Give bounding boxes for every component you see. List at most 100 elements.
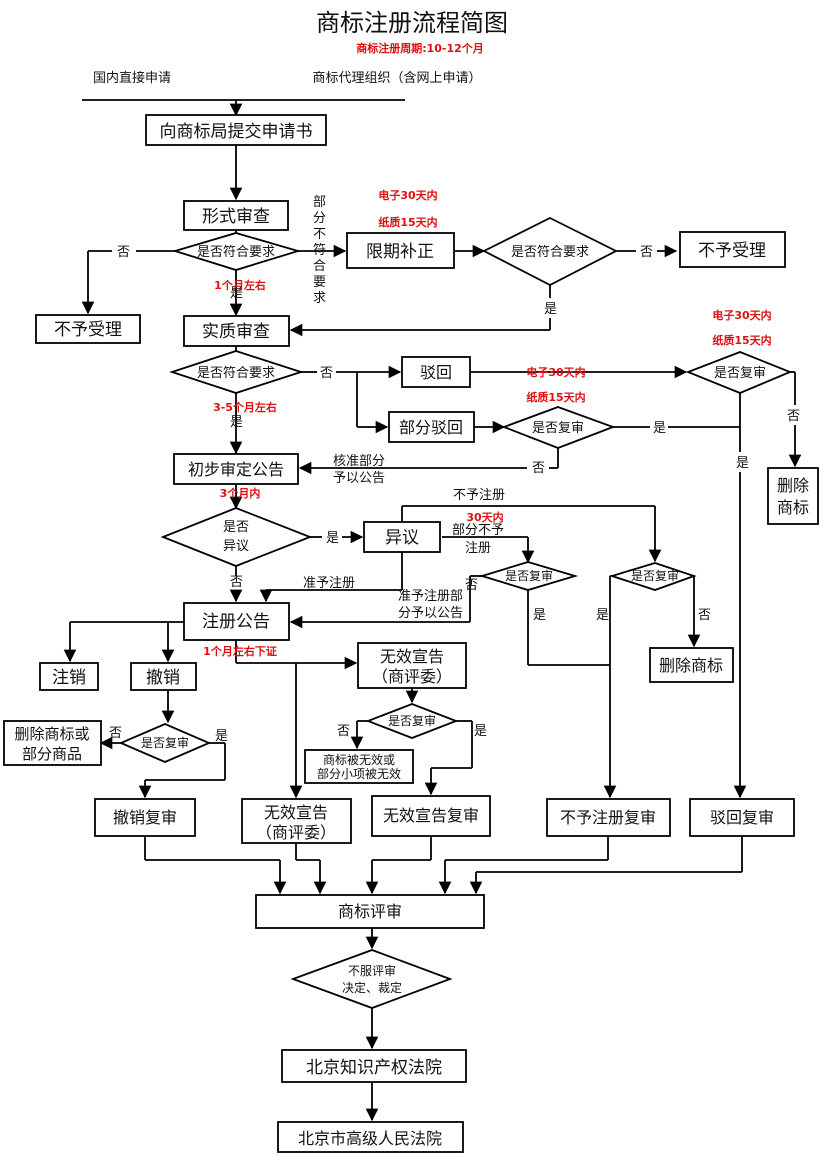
d11-text-2: 决定、裁定	[342, 980, 402, 995]
label-no1: 否	[117, 245, 130, 260]
label-part-not-2: 注册	[465, 541, 491, 556]
delete-right-box	[767, 467, 819, 525]
formal-review-text: 形式审查	[202, 207, 270, 227]
delete-mid-box	[649, 647, 734, 683]
decision-d6	[160, 507, 313, 567]
note-p15-c: 纸质15天内	[526, 390, 585, 404]
partial-refuse-box	[388, 411, 475, 443]
objection-box	[363, 521, 441, 553]
register-text: 注册公告	[202, 612, 270, 632]
invalid1-text-2: （商评委）	[372, 667, 452, 686]
refuse-box	[401, 356, 471, 388]
label-yes3: 是	[230, 415, 243, 430]
nonreg-review-text: 不予注册复审	[560, 808, 656, 827]
delete-partial-text-2: 部分商品	[22, 745, 82, 763]
prelim-box	[173, 453, 299, 485]
substantive-box	[183, 315, 290, 347]
label-yes1: 是	[230, 286, 243, 301]
label-yes5: 是	[653, 421, 666, 436]
partial-refuse-text: 部分驳回	[399, 418, 463, 437]
label-no3: 否	[320, 366, 333, 381]
revoke-text: 撤销	[146, 668, 180, 688]
note-p15-a: 纸质15天内	[378, 215, 437, 229]
label-yes4: 是	[736, 456, 749, 471]
decision-d5	[501, 406, 616, 449]
invalidated-text-2: 部分小项被无效	[317, 766, 401, 781]
label-yes7: 是	[533, 608, 546, 623]
note-e30-b: 电子30天内	[712, 308, 771, 322]
d1-text: 是否符合要求	[197, 244, 275, 260]
note-3month: 3个月内	[220, 486, 261, 500]
label-partial-noncompliant-char: 合	[313, 259, 326, 274]
label-approve-part-1: 核准部分	[333, 454, 385, 469]
objection-text: 异议	[385, 528, 419, 548]
nonreg-review-box	[546, 798, 671, 837]
invalid2-text-1: 无效宣告	[264, 803, 328, 822]
decision-d9	[118, 723, 212, 763]
label-no6: 否	[230, 575, 243, 590]
d6-text-1: 是否	[223, 520, 249, 535]
label-partial-noncompliant-char: 部	[313, 195, 326, 210]
invalid1-text-1: 无效宣告	[380, 647, 444, 666]
d5-text: 是否复审	[532, 421, 584, 436]
note-1month-cert: 1个月左右下证	[203, 644, 277, 658]
delete-right-text-1: 删除	[777, 476, 809, 495]
register-box	[183, 602, 290, 641]
label-no8: 否	[698, 608, 711, 623]
d9-text: 是否复审	[141, 735, 189, 750]
page-title: 商标注册流程简图	[316, 9, 508, 37]
invalidated-box	[304, 749, 414, 784]
reject2-box	[679, 231, 786, 268]
label-part-not-1: 部分不予	[452, 523, 504, 538]
label-approve-reg: 准予注册	[303, 576, 355, 591]
label-no10: 否	[337, 724, 350, 739]
label-yes8: 是	[596, 608, 609, 623]
d3-text: 是否符合要求	[197, 365, 275, 381]
subtitle: 商标注册周期:10-12个月	[356, 41, 484, 55]
note-3-5month: 3-5个月左右	[213, 400, 277, 414]
revoke-box	[130, 662, 197, 691]
delete-partial-box	[3, 720, 102, 766]
decision-d1	[171, 232, 302, 271]
note-e30-a: 电子30天内	[378, 188, 437, 202]
note-30days: 30天内	[466, 510, 503, 524]
submit-text: 向商标局提交申请书	[160, 122, 313, 142]
label-no2: 否	[640, 245, 653, 260]
label-yes9: 是	[215, 729, 228, 744]
decision-d4	[685, 351, 793, 394]
correction-text: 限期补正	[366, 242, 434, 262]
label-approve-part-reg-1: 准予注册部	[398, 589, 463, 604]
delete-partial-text-1: 删除商标或	[14, 725, 89, 743]
top-right-label: 商标代理组织（含网上申请）	[312, 70, 481, 86]
beijing-ip-box	[281, 1049, 467, 1083]
decision-d8	[608, 562, 697, 591]
decision-d2	[482, 216, 618, 287]
refuse-review-text: 驳回复审	[710, 808, 774, 827]
decision-d10	[365, 703, 459, 739]
prelim-text: 初步审定公告	[188, 460, 284, 479]
substantive-text: 实质审查	[202, 322, 270, 342]
refuse-text: 驳回	[420, 363, 452, 382]
reject2-text: 不予受理	[698, 241, 766, 261]
revoke-review-box	[94, 798, 196, 837]
revoke-review-text: 撤销复审	[113, 808, 177, 827]
label-partial-noncompliant-char: 符	[313, 242, 326, 258]
reject1-text: 不予受理	[54, 320, 122, 340]
invalid-review-box	[371, 795, 491, 837]
label-partial-noncompliant-char: 分	[313, 211, 326, 226]
label-no7: 否	[465, 578, 478, 593]
label-partial-noncompliant-char: 要	[313, 275, 326, 290]
beijing-ip-text: 北京知识产权法院	[306, 1058, 442, 1078]
label-yes6: 是	[326, 531, 339, 546]
label-partial-noncompliant-char: 不	[313, 227, 326, 242]
invalid-review-text: 无效宣告复审	[383, 806, 479, 825]
invalid2-box	[241, 798, 352, 844]
label-no5: 否	[532, 461, 545, 476]
d6-text-2: 异议	[223, 539, 249, 554]
tm-review-box	[255, 894, 485, 929]
label-approve-part-2: 予以公告	[333, 471, 385, 486]
cancel-text: 注销	[52, 668, 86, 688]
decision-d7	[478, 561, 579, 591]
